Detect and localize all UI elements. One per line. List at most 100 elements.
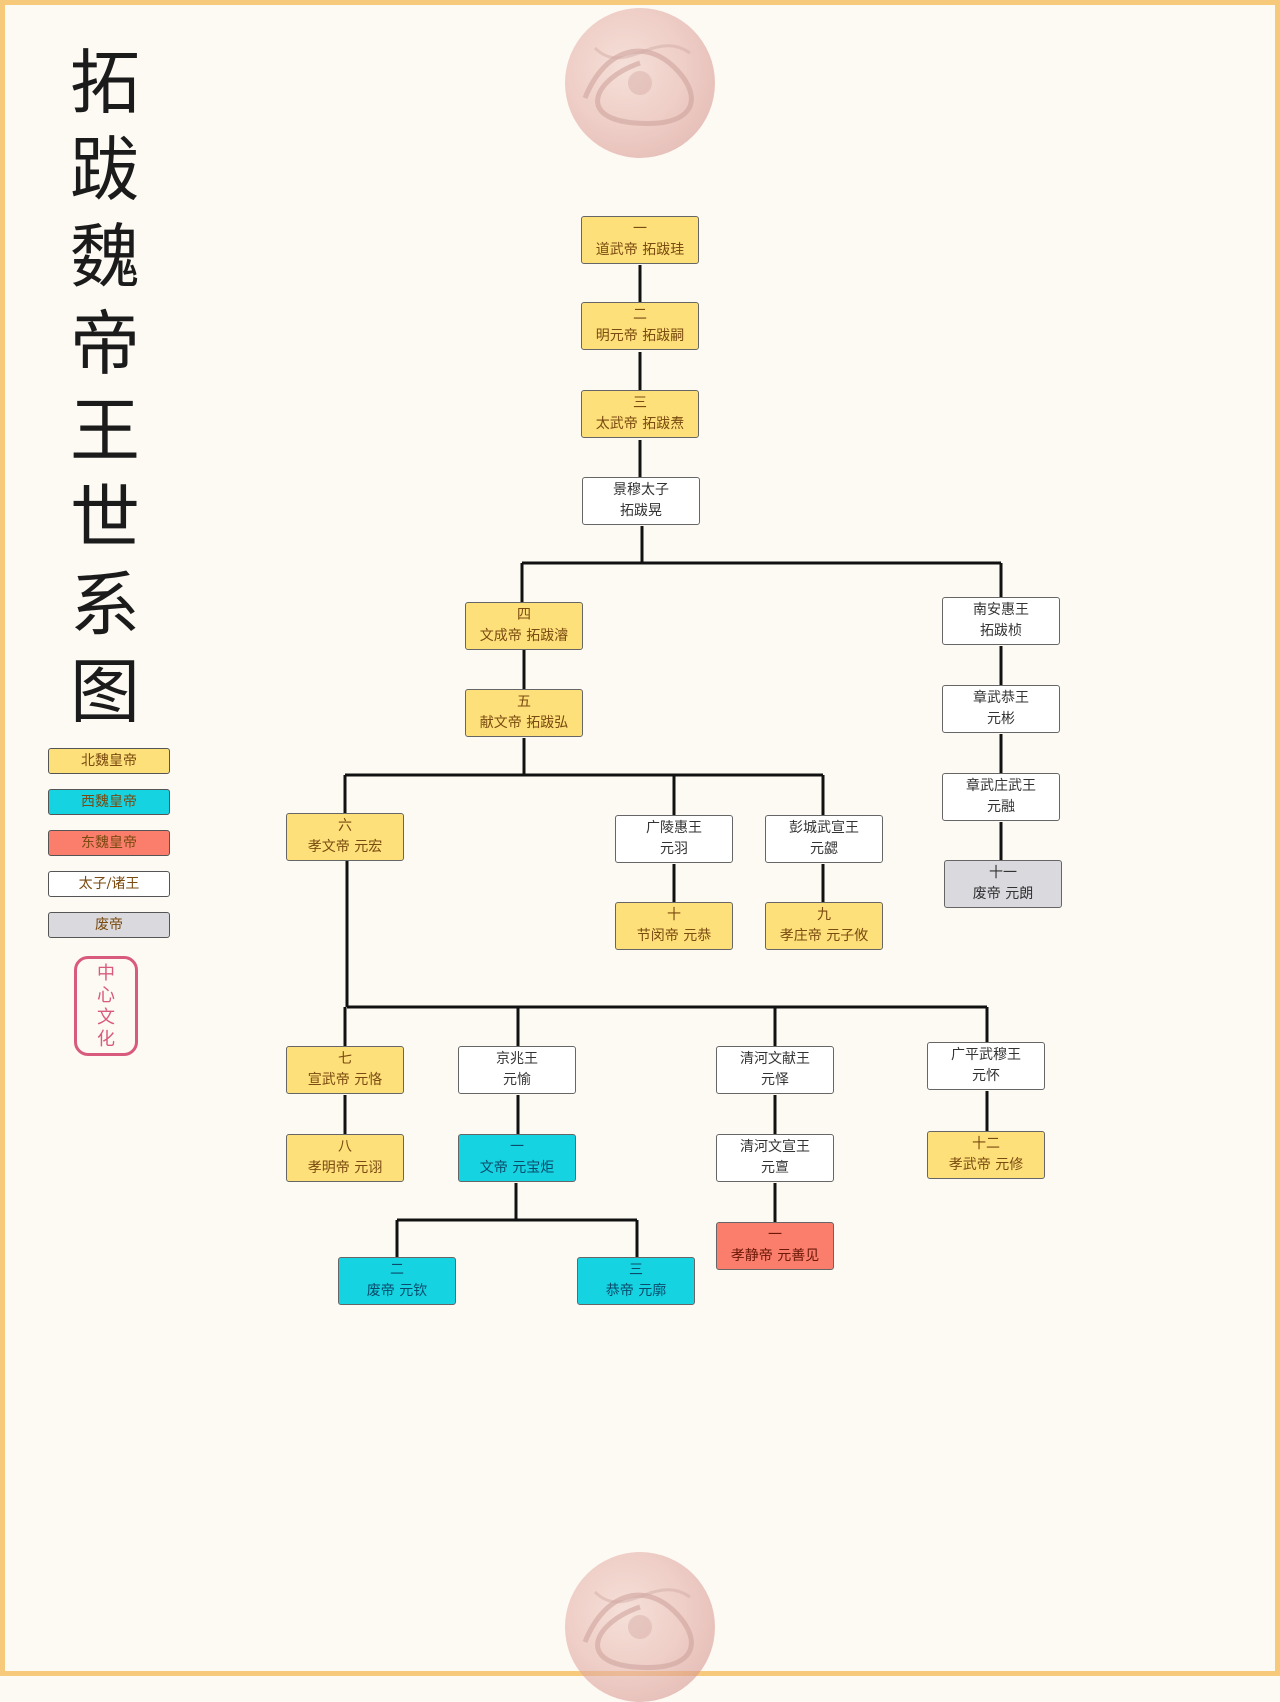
node-eastern-wei-xiaojing: 一孝静帝 元善见	[716, 1222, 834, 1270]
node-guangping-king: 广平武穆王元怀	[927, 1042, 1045, 1090]
node-title: 广平武穆王	[951, 1047, 1021, 1063]
node-jingzhao-king: 京兆王元愉	[458, 1046, 576, 1094]
node-name: 元融	[987, 799, 1015, 815]
node-name: 孝静帝 元善见	[730, 1248, 820, 1264]
node-order: 八	[338, 1139, 352, 1155]
node-name: 元勰	[810, 841, 838, 857]
node-name: 宣武帝 元恪	[307, 1072, 383, 1088]
node-order: 十二	[972, 1136, 1000, 1152]
node-zhangwu-gong-king: 章武恭王元彬	[942, 685, 1060, 733]
node-order: 七	[338, 1051, 352, 1067]
node-order: 十	[667, 907, 681, 923]
node-name: 孝武帝 元修	[948, 1157, 1024, 1173]
node-title: 京兆王	[496, 1051, 538, 1067]
node-order: 二	[390, 1262, 404, 1278]
node-mingyuan-emperor: 二明元帝 拓跋嗣	[581, 302, 699, 350]
page-title: 拓 跋 魏 帝 王 世 系 图	[60, 40, 150, 736]
legend-northern-wei: 北魏皇帝	[48, 748, 170, 774]
node-name: 废帝 元朗	[972, 886, 1034, 902]
node-xianwen-emperor: 五献文帝 拓跋弘	[465, 689, 583, 737]
node-xiaowen-emperor: 六孝文帝 元宏	[286, 813, 404, 861]
seal-char: 心	[97, 985, 115, 1006]
title-char: 帝	[70, 303, 140, 385]
node-order: 四	[517, 607, 531, 623]
node-title: 彭城武宣王	[789, 820, 859, 836]
seal-char: 中	[97, 963, 115, 984]
node-name: 元怀	[972, 1068, 1000, 1084]
seal-char: 文	[97, 1007, 115, 1028]
node-name: 拓跋晃	[620, 503, 662, 519]
seal-char: 化	[97, 1029, 115, 1050]
node-xiaowu-emperor: 十二孝武帝 元修	[927, 1131, 1045, 1179]
node-name: 恭帝 元廓	[605, 1283, 667, 1299]
node-name: 文帝 元宝炬	[479, 1160, 555, 1176]
node-western-wei-gongdi: 三恭帝 元廓	[577, 1257, 695, 1305]
node-order: 一	[633, 221, 647, 237]
node-xiaozhuang-emperor: 九孝庄帝 元子攸	[765, 902, 883, 950]
title-char: 拓	[70, 42, 140, 124]
node-order: 一	[510, 1139, 524, 1155]
node-western-wei-wendi: 一文帝 元宝炬	[458, 1134, 576, 1182]
node-order: 三	[633, 395, 647, 411]
node-order: 九	[817, 907, 831, 923]
node-name: 元怿	[761, 1072, 789, 1088]
node-jiemin-emperor: 十节闵帝 元恭	[615, 902, 733, 950]
node-title: 广陵惠王	[646, 820, 702, 836]
node-order: 五	[517, 694, 531, 710]
node-xiaoming-emperor: 八孝明帝 元诩	[286, 1134, 404, 1182]
node-name: 拓跋桢	[980, 623, 1022, 639]
node-name: 孝庄帝 元子攸	[779, 928, 869, 944]
node-taiwu-emperor: 三太武帝 拓跋焘	[581, 390, 699, 438]
node-title: 章武恭王	[973, 690, 1029, 706]
legend-eastern-wei: 东魏皇帝	[48, 830, 170, 856]
node-name: 节闵帝 元恭	[636, 928, 712, 944]
node-nanan-king: 南安惠王拓跋桢	[942, 597, 1060, 645]
dragon-medallion-top	[565, 8, 715, 158]
node-guangling-king: 广陵惠王元羽	[615, 815, 733, 863]
node-title: 清河文宣王	[740, 1139, 810, 1155]
node-name: 元彬	[987, 711, 1015, 727]
node-qinghe-wenxian-king: 清河文献王元怿	[716, 1046, 834, 1094]
node-name: 孝文帝 元宏	[307, 839, 383, 855]
node-order: 六	[338, 818, 352, 834]
legend-western-wei: 西魏皇帝	[48, 789, 170, 815]
title-char: 世	[70, 477, 140, 559]
title-char: 魏	[70, 216, 140, 298]
node-name: 明元帝 拓跋嗣	[595, 328, 685, 344]
node-order: 十一	[989, 865, 1017, 881]
node-jingmu-prince: 景穆太子拓跋晃	[582, 477, 700, 525]
seal-stamp: 中 心 文 化	[74, 956, 138, 1056]
title-char: 图	[70, 651, 140, 733]
node-deposed-yuanlang: 十一废帝 元朗	[944, 860, 1062, 908]
node-zhangwu-zhuang-king: 章武庄武王元融	[942, 773, 1060, 821]
node-name: 废帝 元钦	[366, 1283, 428, 1299]
node-name: 道武帝 拓跋珪	[595, 242, 685, 258]
node-xuanwu-emperor: 七宣武帝 元恪	[286, 1046, 404, 1094]
node-name: 元愉	[503, 1072, 531, 1088]
node-daowu-emperor: 一道武帝 拓跋珪	[581, 216, 699, 264]
legend-princes: 太子/诸王	[48, 871, 170, 897]
node-order: 二	[633, 307, 647, 323]
node-title: 章武庄武王	[966, 778, 1036, 794]
node-order: 三	[629, 1262, 643, 1278]
node-pengcheng-king: 彭城武宣王元勰	[765, 815, 883, 863]
title-char: 跋	[70, 129, 140, 211]
node-western-wei-feidi: 二废帝 元钦	[338, 1257, 456, 1305]
node-wencheng-emperor: 四文成帝 拓跋濬	[465, 602, 583, 650]
node-qinghe-wenxuan-king: 清河文宣王元亶	[716, 1134, 834, 1182]
node-name: 元亶	[761, 1160, 789, 1176]
node-name: 献文帝 拓跋弘	[479, 715, 569, 731]
node-name: 元羽	[660, 841, 688, 857]
node-title: 景穆太子	[613, 482, 669, 498]
node-title: 南安惠王	[973, 602, 1029, 618]
node-name: 太武帝 拓跋焘	[595, 416, 685, 432]
title-char: 王	[70, 390, 140, 472]
node-name: 文成帝 拓跋濬	[479, 628, 569, 644]
title-char: 系	[70, 564, 140, 646]
node-order: 一	[768, 1227, 782, 1243]
node-name: 孝明帝 元诩	[307, 1160, 383, 1176]
node-title: 清河文献王	[740, 1051, 810, 1067]
legend-deposed: 废帝	[48, 912, 170, 938]
legend: 北魏皇帝 西魏皇帝 东魏皇帝 太子/诸王 废帝	[48, 748, 170, 953]
